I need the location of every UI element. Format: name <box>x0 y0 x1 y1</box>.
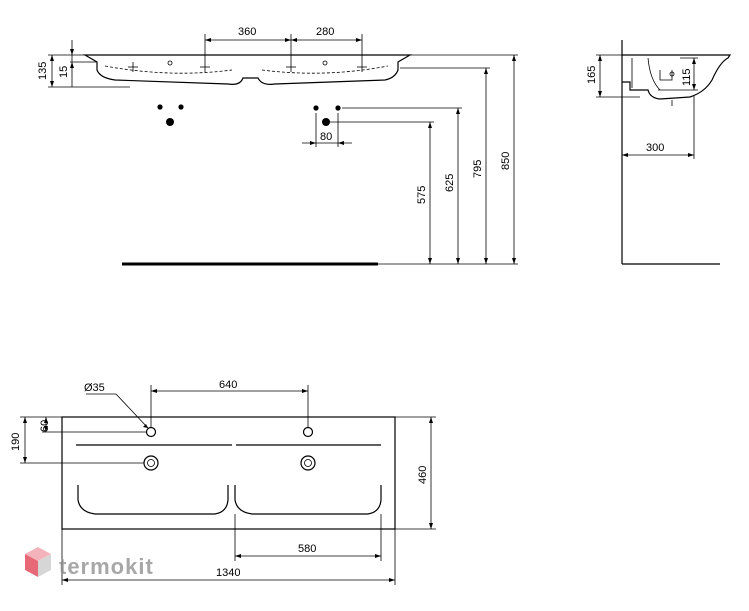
dim-1340: 1340 <box>216 567 240 579</box>
dim-135: 135 <box>37 62 49 80</box>
front-basin-outline <box>82 54 413 85</box>
plan-waste-hole <box>143 455 316 471</box>
dim-580: 580 <box>298 543 316 555</box>
plan-view: Ø35 640 60 190 460 580 1340 <box>10 379 436 585</box>
cube-icon <box>25 547 51 577</box>
front-waste-left <box>157 104 184 126</box>
plan-basin-outline <box>61 416 396 530</box>
dim-850: 850 <box>500 152 512 170</box>
plan-bowl-left <box>77 485 229 515</box>
plan-tap-hole <box>145 426 314 438</box>
dim-165: 165 <box>586 66 598 84</box>
brand-name: termokit <box>59 554 154 579</box>
dim-280: 280 <box>316 26 334 38</box>
dim-hole-diameter: Ø35 <box>84 382 105 394</box>
dim-190: 190 <box>10 433 22 451</box>
termokit-logo: termokit <box>25 547 154 579</box>
front-view: 360 280 135 15 80 <box>37 26 518 266</box>
dim-640: 640 <box>219 379 237 391</box>
front-waste-right: 80 <box>302 105 352 147</box>
dim-625: 625 <box>444 174 456 192</box>
dim-60: 60 <box>39 420 51 432</box>
plan-bowl-right <box>234 485 382 515</box>
dim-795: 795 <box>472 160 484 178</box>
dim-80: 80 <box>320 131 332 143</box>
dim-360: 360 <box>238 26 256 38</box>
dim-575: 575 <box>416 186 428 204</box>
side-view: 165 115 300 <box>586 40 732 265</box>
dim-115: 115 <box>681 68 693 86</box>
side-basin-profile <box>622 54 732 100</box>
dim-300: 300 <box>646 142 664 154</box>
dim-15: 15 <box>58 66 70 78</box>
dim-460: 460 <box>417 466 429 484</box>
front-tap-marker <box>128 62 367 72</box>
